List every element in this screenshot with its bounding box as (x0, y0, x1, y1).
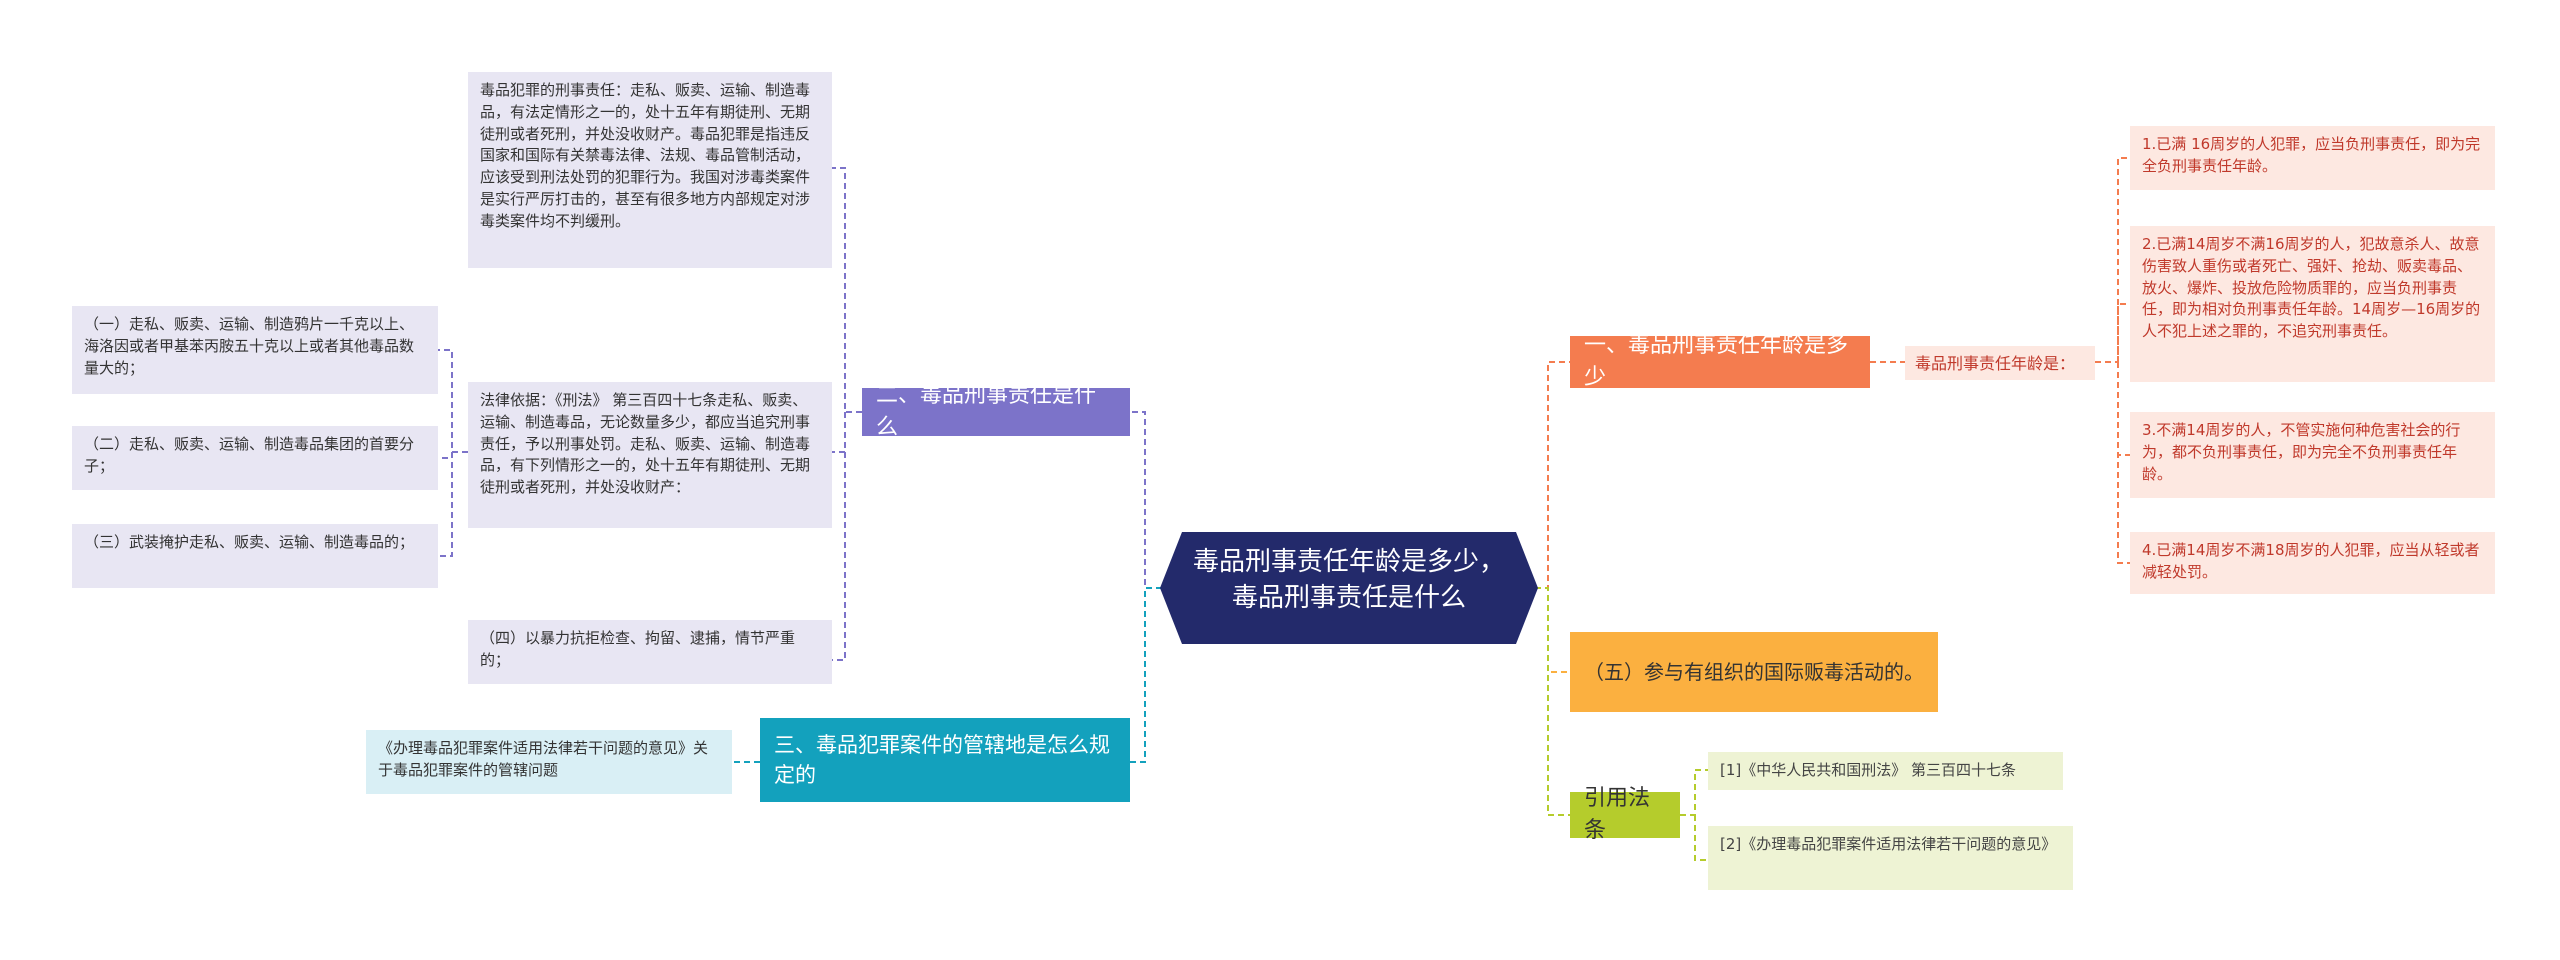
branch-international-trafficking-label: （五）参与有组织的国际贩毒活动的。 (1584, 659, 1924, 684)
legal-item-1-text: （一）走私、贩卖、运输、制造鸦片一千克以上、海洛因或者甲基苯丙胺五十克以上或者其… (84, 315, 415, 377)
legal-basis-text: 法律依据：《刑法》 第三百四十七条走私、贩卖、运输、制造毒品，无论数量多少，都应… (480, 391, 811, 496)
link-mid-leaf2 (2117, 303, 2130, 362)
reference-item-2-text: [2]《办理毒品犯罪案件适用法律若干问题的意见》 (1720, 835, 2057, 853)
age-leaf-4[interactable]: 4.已满14周岁不满18周岁的人犯罪，应当从轻或者减轻处罚。 (2130, 532, 2495, 594)
link-law-item1 (438, 349, 468, 453)
link-b2-top (832, 167, 862, 413)
link-b2-item4 (832, 412, 846, 661)
age-leaf-3[interactable]: 3.不满14周岁的人，不管实施何种危害社会的行为，都不负刑事责任，即为完全不负刑… (2130, 412, 2495, 498)
branch-international-trafficking[interactable]: （五）参与有组织的国际贩毒活动的。 (1570, 632, 1938, 712)
link-center-b5 (1535, 587, 1570, 673)
center-hexagon-shape (1160, 532, 1538, 644)
link-center-b1 (1535, 361, 1570, 589)
link-mid-leaf4 (2117, 362, 2130, 564)
link-mid-leaf1 (2095, 157, 2130, 363)
center-node[interactable]: 毒品刑事责任年龄是多少，毒品刑事责任是什么 (1160, 532, 1538, 644)
reference-item-2[interactable]: [2]《办理毒品犯罪案件适用法律若干问题的意见》 (1708, 826, 2073, 890)
link-ref-child1 (1680, 769, 1708, 816)
legal-basis[interactable]: 法律依据：《刑法》 第三百四十七条走私、贩卖、运输、制造毒品，无论数量多少，都应… (468, 382, 832, 528)
liability-description-text: 毒品犯罪的刑事责任：走私、贩卖、运输、制造毒品，有法定情形之一的，处十五年有期徒… (480, 81, 811, 230)
legal-item-3-text: （三）武装掩护走私、贩卖、运输、制造毒品的； (84, 533, 415, 551)
link-mid-leaf3 (2117, 362, 2130, 456)
center-title: 毒品刑事责任年龄是多少，毒品刑事责任是什么 (1192, 547, 1505, 614)
jurisdiction-opinion-text: 《办理毒品犯罪案件适用法律若干问题的意见》关于毒品犯罪案件的管辖问题 (378, 739, 709, 779)
age-summary-label[interactable]: 毒品刑事责任年龄是： (1905, 346, 2095, 380)
legal-item-4-text: （四）以暴力抗拒检查、拘留、逮捕，情节严重的； (480, 629, 796, 669)
reference-item-1[interactable]: [1]《中华人民共和国刑法》 第三百四十七条 (1708, 752, 2063, 790)
age-summary-text: 毒品刑事责任年龄是： (1915, 354, 2076, 373)
branch-references[interactable]: 引用法条 (1570, 786, 1680, 843)
age-leaf-1[interactable]: 1.已满 16周岁的人犯罪，应当负刑事责任，即为完全负刑事责任年龄。 (2130, 126, 2495, 190)
link-center-b3 (1130, 587, 1162, 763)
reference-item-1-text: [1]《中华人民共和国刑法》 第三百四十七条 (1720, 761, 2017, 779)
branch-jurisdiction[interactable]: 三、毒品犯罪案件的管辖地是怎么规定的 (760, 718, 1130, 802)
legal-item-3[interactable]: （三）武装掩护走私、贩卖、运输、制造毒品的； (72, 524, 438, 588)
link-center-b2 (1130, 411, 1162, 589)
branch-references-label: 引用法条 (1584, 786, 1651, 843)
liability-description[interactable]: 毒品犯罪的刑事责任：走私、贩卖、运输、制造毒品，有法定情形之一的，处十五年有期徒… (468, 72, 832, 268)
branch-age[interactable]: 一、毒品刑事责任年龄是多少 (1570, 333, 1870, 390)
link-center-ref (1535, 587, 1570, 816)
age-leaf-1-text: 1.已满 16周岁的人犯罪，应当负刑事责任，即为完全负刑事责任年龄。 (2142, 135, 2481, 175)
link-law-item3 (438, 452, 453, 557)
jurisdiction-opinion[interactable]: 《办理毒品犯罪案件适用法律若干问题的意见》关于毒品犯罪案件的管辖问题 (366, 730, 732, 794)
age-leaf-3-text: 3.不满14周岁的人，不管实施何种危害社会的行为，都不负刑事责任，即为完全不负刑… (2142, 421, 2461, 483)
link-law-item2 (438, 452, 453, 459)
link-ref-child2 (1694, 815, 1708, 861)
branch-age-label: 一、毒品刑事责任年龄是多少 (1584, 333, 1849, 390)
branch-criminal-liability-label: 二、毒品刑事责任是什么 (876, 383, 1097, 440)
branch-jurisdiction-label: 三、毒品犯罪案件的管辖地是怎么规定的 (774, 732, 1110, 787)
legal-item-1[interactable]: （一）走私、贩卖、运输、制造鸦片一千克以上、海洛因或者甲基苯丙胺五十克以上或者其… (72, 306, 438, 394)
branch-criminal-liability[interactable]: 二、毒品刑事责任是什么 (862, 383, 1130, 440)
legal-item-4[interactable]: （四）以暴力抗拒检查、拘留、逮捕，情节严重的； (468, 620, 832, 684)
legal-item-2-text: （二）走私、贩卖、运输、制造毒品集团的首要分子； (84, 435, 415, 475)
age-leaf-2[interactable]: 2.已满14周岁不满16周岁的人，犯故意杀人、故意伤害致人重伤或者死亡、强奸、抢… (2130, 226, 2495, 382)
legal-item-2[interactable]: （二）走私、贩卖、运输、制造毒品集团的首要分子； (72, 426, 438, 490)
age-leaf-4-text: 4.已满14周岁不满18周岁的人犯罪，应当从轻或者减轻处罚。 (2142, 541, 2480, 581)
link-b2-law (832, 412, 846, 453)
age-leaf-2-text: 2.已满14周岁不满16周岁的人，犯故意杀人、故意伤害致人重伤或者死亡、强奸、抢… (2142, 235, 2481, 340)
